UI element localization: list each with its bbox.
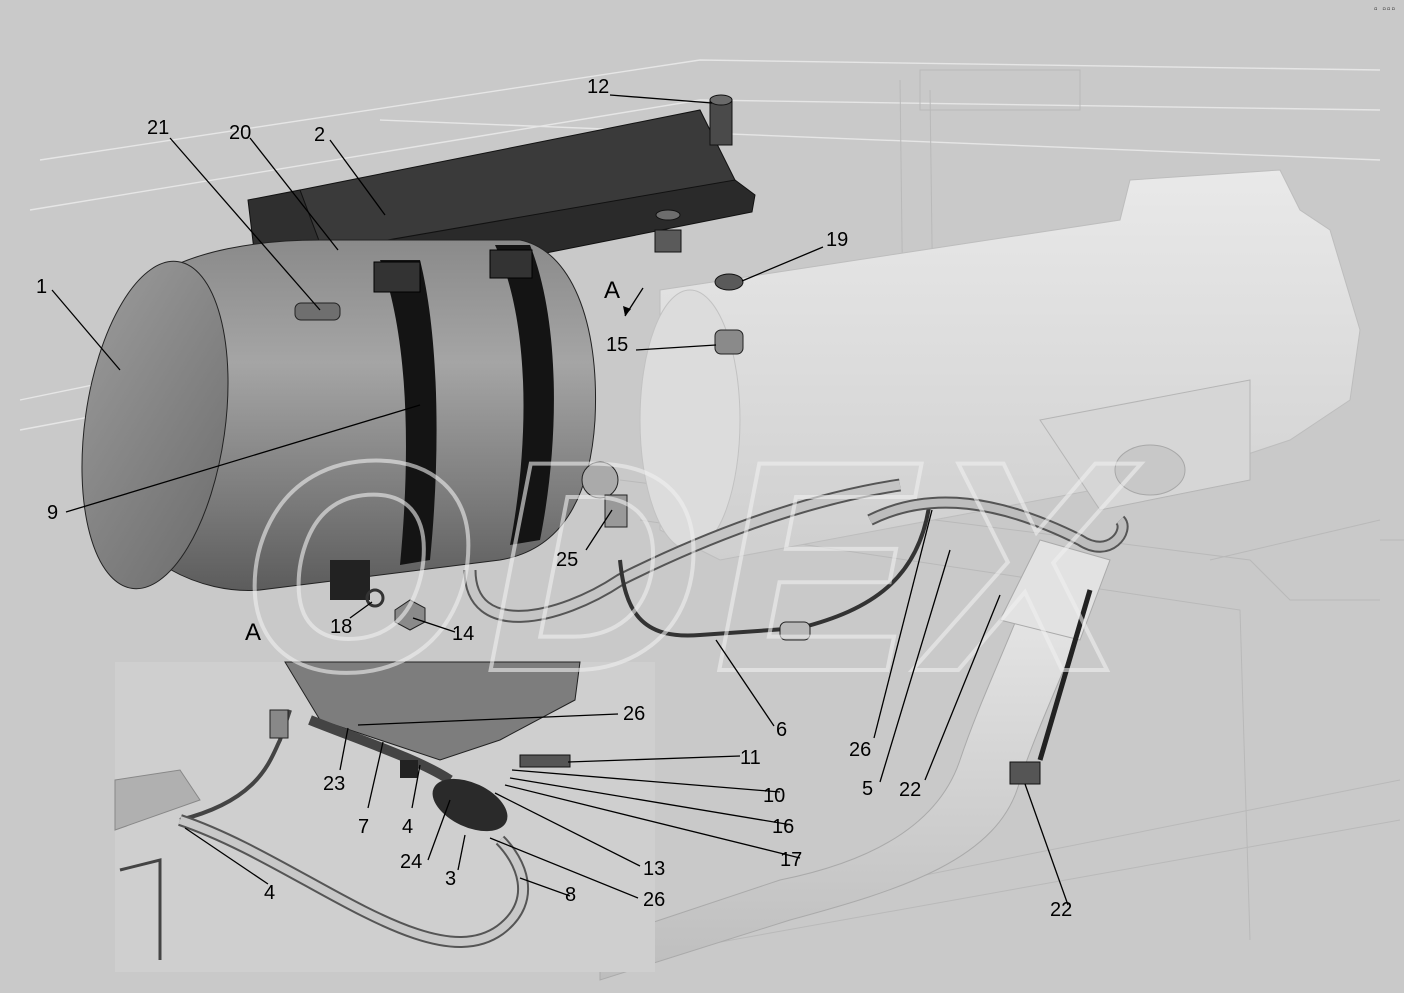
- callout-labels: 12 21 20 2 19 1 15 9 25 18 14 26 11 6 26…: [36, 76, 1072, 921]
- callout-13: 13: [643, 858, 665, 880]
- callout-18: 18: [330, 616, 352, 638]
- callout-23: 23: [323, 773, 345, 795]
- callout-26-main: 26: [849, 739, 871, 761]
- callout-22-lower: 22: [1050, 899, 1072, 921]
- callout-6: 6: [776, 719, 787, 741]
- callout-3: 3: [445, 868, 456, 890]
- callout-21: 21: [147, 117, 169, 139]
- fuel-lines: [463, 478, 1129, 785]
- callout-17: 17: [780, 849, 802, 871]
- callout-22-upper: 22: [899, 779, 921, 801]
- inset-view-a: [114, 661, 655, 972]
- svg-text:ODEX: ODEX: [240, 398, 1142, 734]
- corner-mark: ▫ ▫▫▫: [1374, 4, 1396, 15]
- callout-26-inset-bottom: 26: [643, 889, 665, 911]
- callout-8: 8: [565, 884, 576, 906]
- callout-20: 20: [229, 122, 251, 144]
- ghost-heater: [639, 169, 1361, 561]
- callout-24: 24: [400, 851, 422, 873]
- callout-15: 15: [606, 334, 628, 356]
- callout-19: 19: [826, 229, 848, 251]
- svg-text:A: A: [604, 277, 620, 304]
- callout-26-inset-top: 26: [623, 703, 645, 725]
- callout-25: 25: [556, 549, 578, 571]
- callout-11: 11: [740, 747, 761, 769]
- callout-4-inset: 4: [402, 816, 413, 838]
- callout-16: 16: [772, 816, 794, 838]
- watermark: ODEX: [238, 396, 1142, 736]
- callout-1: 1: [36, 276, 47, 298]
- leader-lines: [51, 94, 1069, 906]
- inset-view-label: A: [245, 619, 261, 646]
- section-arrow: A: [604, 277, 644, 317]
- callout-9: 9: [47, 502, 58, 524]
- callout-5: 5: [862, 778, 873, 800]
- heater-cylinder: [81, 239, 744, 631]
- callout-10: 10: [763, 785, 785, 807]
- callout-7: 7: [358, 816, 369, 838]
- callout-2: 2: [314, 124, 325, 146]
- callout-14: 14: [452, 623, 474, 645]
- callout-4-lower: 4: [264, 882, 275, 904]
- callout-12: 12: [587, 76, 609, 98]
